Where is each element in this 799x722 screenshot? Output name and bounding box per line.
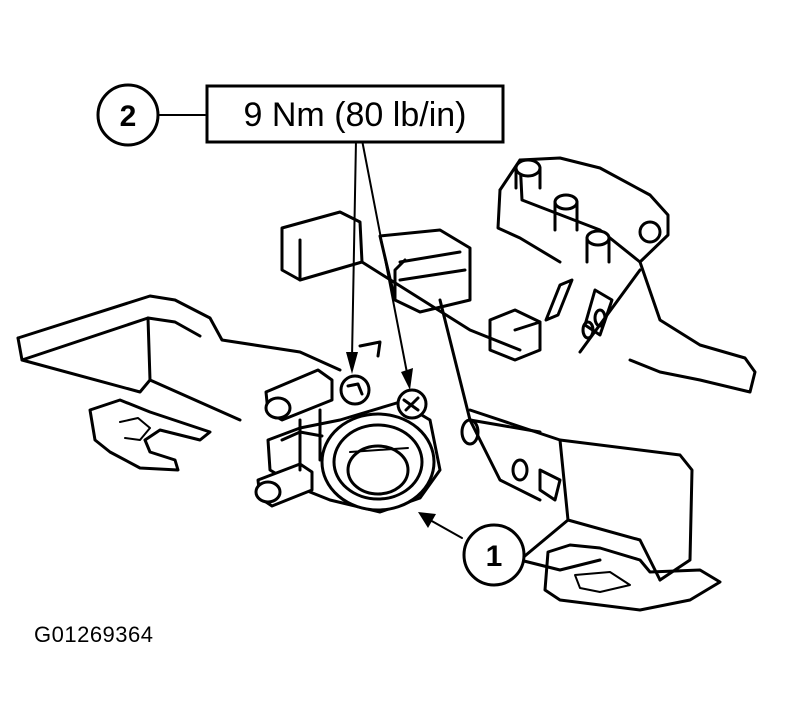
lock-cylinder-housing: [254, 368, 442, 514]
housing-tray: [16, 294, 722, 612]
leader-lines: [157, 114, 463, 539]
screw-left: [339, 374, 371, 406]
upper-bracket: [280, 156, 757, 502]
callout-1: 1: [462, 523, 526, 587]
callout-1-label: 1: [486, 540, 503, 573]
callout-2-label: 2: [120, 100, 137, 133]
torque-spec-box: 9 Nm (80 lb/in): [205, 84, 505, 144]
figure-id: G01269364: [34, 622, 154, 647]
callout-2: 2: [96, 83, 160, 147]
torque-spec-label: 9 Nm (80 lb/in): [244, 96, 467, 134]
